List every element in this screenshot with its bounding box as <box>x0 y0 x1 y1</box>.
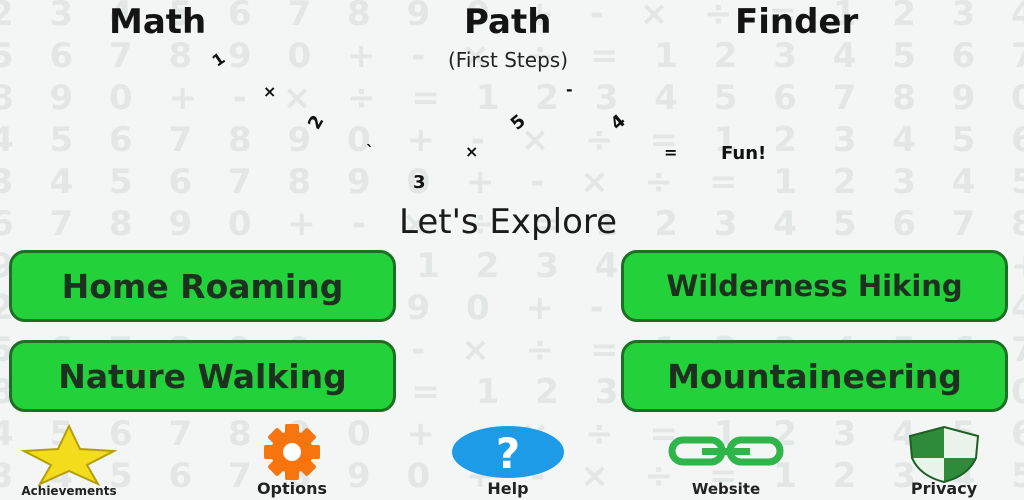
title-math: Math <box>109 2 207 42</box>
help-label: Help <box>487 479 529 498</box>
shield-icon <box>908 425 980 484</box>
options-button[interactable]: Options <box>232 424 352 500</box>
home-roaming-button[interactable]: Home Roaming <box>9 250 396 322</box>
path-result: Fun! <box>721 143 767 164</box>
link-icon <box>668 436 784 466</box>
svg-text:?: ? <box>496 429 520 478</box>
subtitle: (First Steps) <box>447 48 568 72</box>
nature-walking-button[interactable]: Nature Walking <box>9 340 396 412</box>
star-icon <box>20 424 118 486</box>
path-symbol: ` <box>366 142 374 161</box>
mountaineering-button[interactable]: Mountaineering <box>621 340 1008 412</box>
wilderness-hiking-button[interactable]: Wilderness Hiking <box>621 250 1008 322</box>
pattern-row: 8 9 0 + - × ÷ = 1 2 3 4 5 6 7 8 9 0 + - … <box>0 78 1024 118</box>
website-button[interactable]: Website <box>664 424 788 500</box>
path-symbol: 3 <box>413 172 426 193</box>
privacy-button[interactable]: Privacy <box>884 424 1004 500</box>
question-icon: ? <box>452 426 564 478</box>
title-path: Path <box>464 2 552 42</box>
path-symbol: 2 <box>304 111 329 134</box>
achievements-button[interactable]: Achievements <box>6 424 132 500</box>
pattern-row: 3 4 5 6 7 8 9 0 + - × ÷ = 1 2 3 4 5 6 7 … <box>0 162 1024 202</box>
help-button[interactable]: ? Help <box>448 424 568 500</box>
pattern-row: 4 5 6 7 8 9 0 + - × ÷ = 1 2 3 4 5 6 7 8 … <box>0 120 1024 160</box>
explore-heading: Let's Explore <box>398 202 618 242</box>
gear-icon <box>264 424 320 480</box>
path-symbol: 5 <box>506 110 530 135</box>
privacy-label: Privacy <box>910 479 978 498</box>
path-symbol: - <box>566 80 573 99</box>
path-symbol: = <box>664 143 678 162</box>
title-finder: Finder <box>735 2 859 42</box>
website-label: Website <box>691 480 761 498</box>
path-symbol: × <box>263 82 277 101</box>
path-symbol: 4 <box>606 110 630 135</box>
path-symbol: × <box>465 142 479 161</box>
achievements-label: Achievements <box>21 484 117 498</box>
options-label: Options <box>256 479 328 498</box>
